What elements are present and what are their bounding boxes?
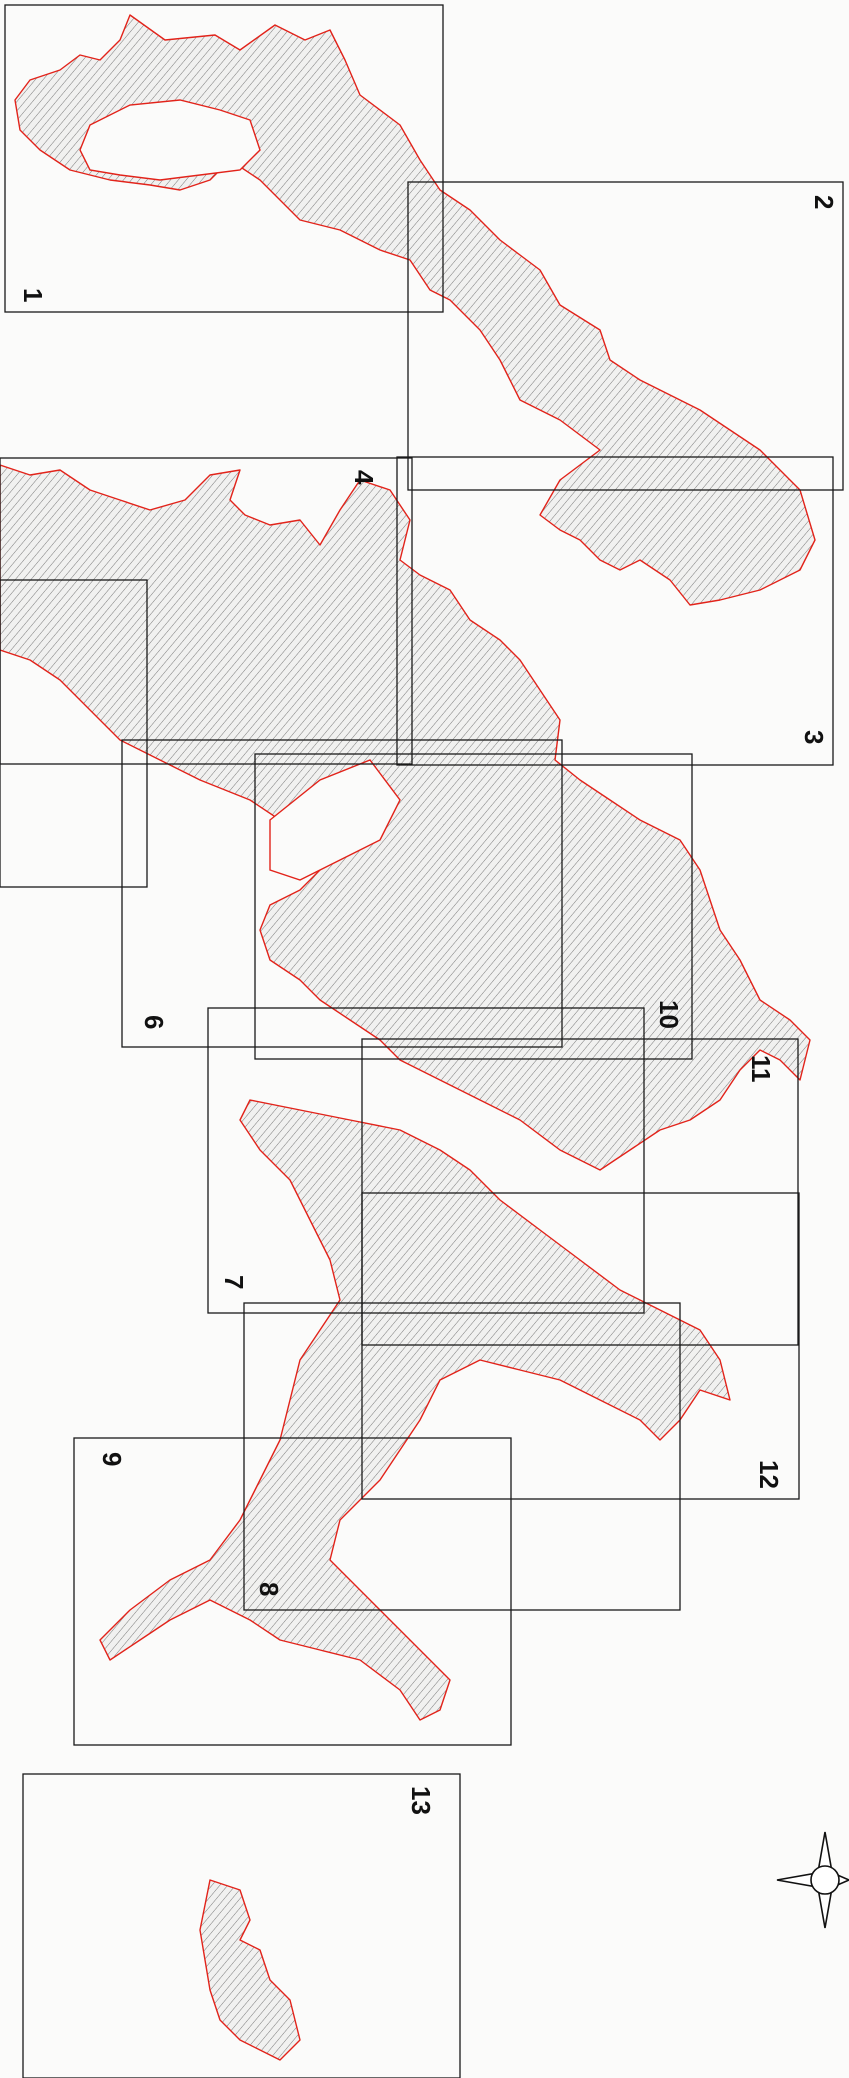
sheet-label-8: 8 xyxy=(254,1582,284,1596)
sheet-frame-4[interactable] xyxy=(0,457,413,765)
sheet-frame-1[interactable] xyxy=(4,4,444,313)
sheet-frame-12[interactable] xyxy=(361,1192,800,1500)
sheet-frame-10[interactable] xyxy=(121,739,563,1048)
sheet-frame-10b[interactable] xyxy=(254,753,693,1060)
sheet-label-4: 4 xyxy=(349,470,379,485)
sheet-label-6: 6 xyxy=(139,1015,169,1029)
sheet-frame-6[interactable] xyxy=(0,579,148,888)
sheet-frames xyxy=(0,4,844,2078)
sheet-labels: 1 2 3 4 6 10 11 7 12 9 8 13 xyxy=(18,195,839,1815)
sheet-frame-8[interactable] xyxy=(243,1302,681,1611)
sheet-label-3: 3 xyxy=(799,730,829,744)
sheet-frame-2[interactable] xyxy=(407,181,844,491)
sheet-label-7: 7 xyxy=(219,1275,249,1289)
north-arrow-icon xyxy=(776,1831,849,1929)
sheet-frame-7[interactable] xyxy=(207,1007,645,1314)
sheet-label-11: 11 xyxy=(746,1055,776,1083)
sheet-frame-9[interactable] xyxy=(73,1437,512,1746)
sheet-label-9: 9 xyxy=(97,1452,127,1466)
territory-hole-north xyxy=(79,99,261,181)
sheet-label-1: 1 xyxy=(18,288,48,302)
sheet-frame-13[interactable] xyxy=(22,1773,461,2078)
territory-hole-central xyxy=(269,759,401,881)
sheet-frame-11[interactable] xyxy=(361,1038,799,1346)
territory-area-south xyxy=(99,1099,731,1721)
sheet-label-12: 12 xyxy=(754,1460,784,1489)
territory-area-island xyxy=(199,1879,301,2061)
sheet-label-2: 2 xyxy=(809,195,839,209)
sheet-label-10: 10 xyxy=(654,1000,684,1029)
sheet-label-13: 13 xyxy=(406,1786,436,1815)
sheet-frame-3[interactable] xyxy=(396,456,834,766)
